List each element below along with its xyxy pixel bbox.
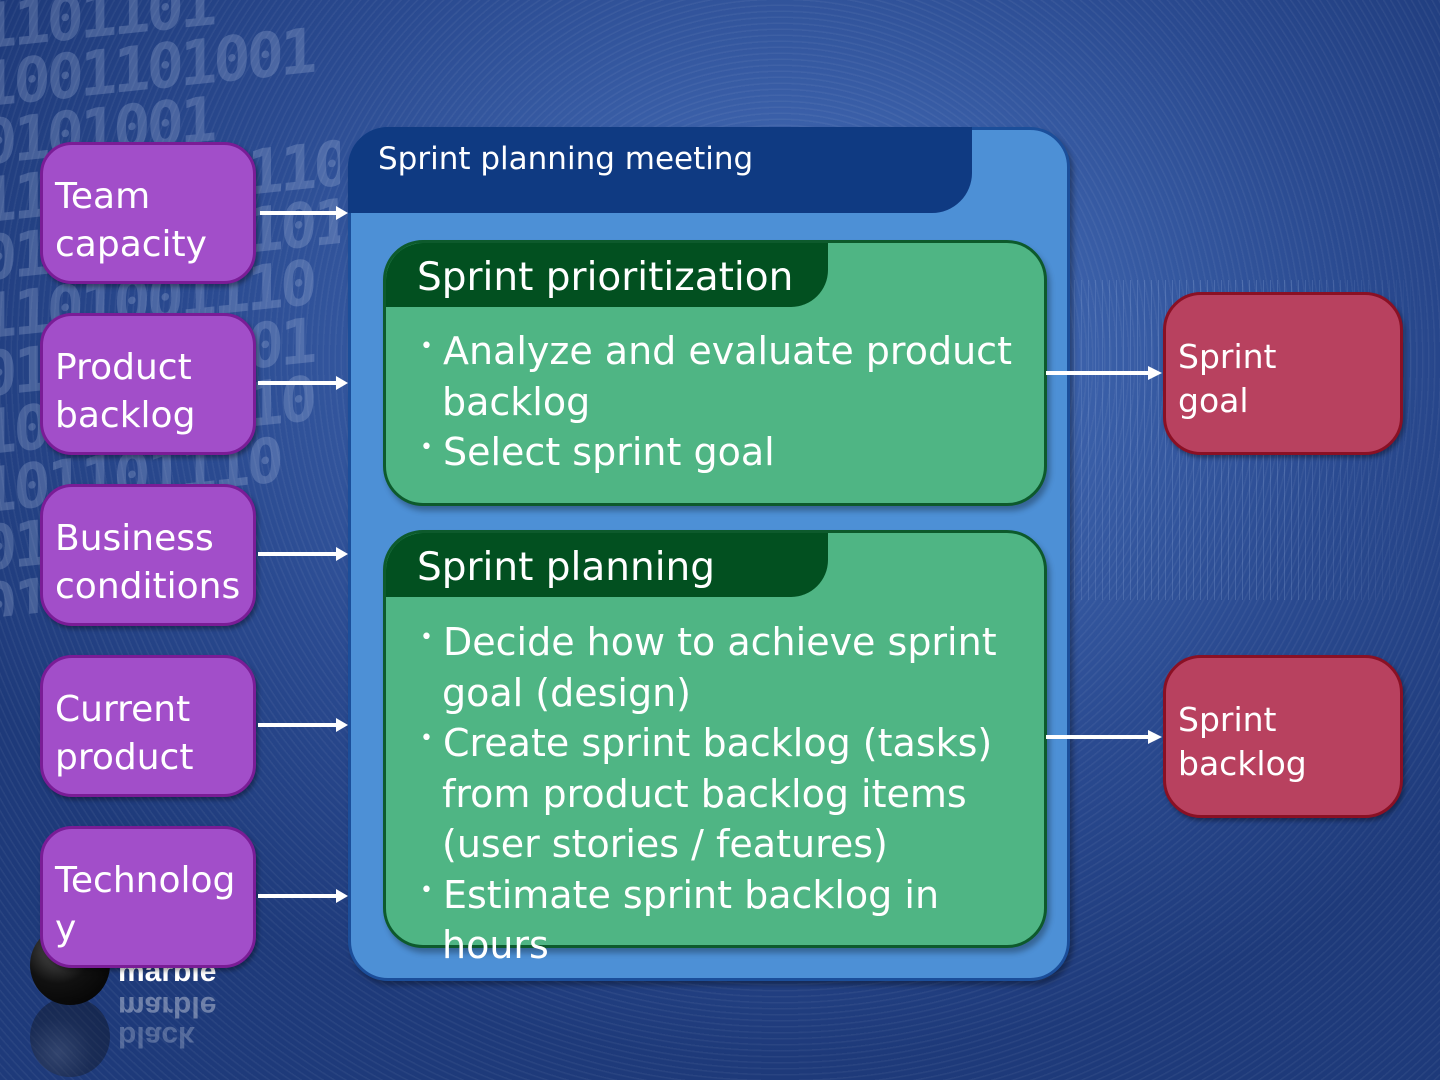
bullet-item: •Create sprint backlog (tasks) from prod… <box>420 721 993 866</box>
output-label: Sprint backlog <box>1178 700 1307 783</box>
output-sprint-backlog: Sprint backlog <box>1163 655 1403 818</box>
sprint-prioritization-title: Sprint prioritization <box>417 255 794 300</box>
sprint-planning-box <box>383 530 1047 948</box>
arrow-team-capacity <box>260 206 348 220</box>
input-product-backlog: Product backlog <box>40 313 256 455</box>
input-label: Product backlog <box>55 347 196 436</box>
bullet-item: •Select sprint goal <box>420 430 775 474</box>
output-sprint-goal: Sprint goal <box>1163 292 1403 455</box>
arrow-to-sprint-goal <box>1046 366 1162 380</box>
arrow-business-conditions <box>258 547 348 561</box>
bullet-item: •Estimate sprint backlog in hours <box>420 872 940 968</box>
input-current-product: Current product <box>40 655 256 797</box>
arrow-current-product <box>258 718 348 732</box>
logo-ball-reflection <box>30 997 110 1077</box>
input-technology: Technology <box>40 826 256 968</box>
sprint-planning-tab <box>386 533 828 597</box>
meeting-title: Sprint planning meeting <box>378 141 754 177</box>
meeting-title-tab <box>348 127 972 213</box>
bullet-item: •Decide how to achieve sprint goal (desi… <box>420 620 997 715</box>
sprint-prioritization-tab <box>386 243 828 307</box>
sprint-prioritization-bullets: •Analyze and evaluate product backlog •S… <box>420 326 1020 478</box>
input-business-conditions: Business conditions <box>40 484 256 626</box>
input-label: Technology <box>55 860 236 949</box>
logo-reflection-marble: marble <box>118 990 217 1023</box>
input-label: Current product <box>55 689 194 778</box>
arrow-technology <box>258 889 348 903</box>
input-team-capacity: Team capacity <box>40 142 256 284</box>
logo-reflection-black: black <box>118 1020 195 1053</box>
input-label: Business conditions <box>55 518 241 607</box>
input-label: Team capacity <box>55 176 207 265</box>
bullet-item: •Analyze and evaluate product backlog <box>420 329 1012 424</box>
output-label: Sprint goal <box>1178 337 1277 420</box>
sprint-planning-bullets: •Decide how to achieve sprint goal (desi… <box>420 617 1020 971</box>
arrow-to-sprint-backlog <box>1046 730 1162 744</box>
arrow-product-backlog <box>258 376 348 390</box>
sprint-planning-title: Sprint planning <box>417 545 716 590</box>
